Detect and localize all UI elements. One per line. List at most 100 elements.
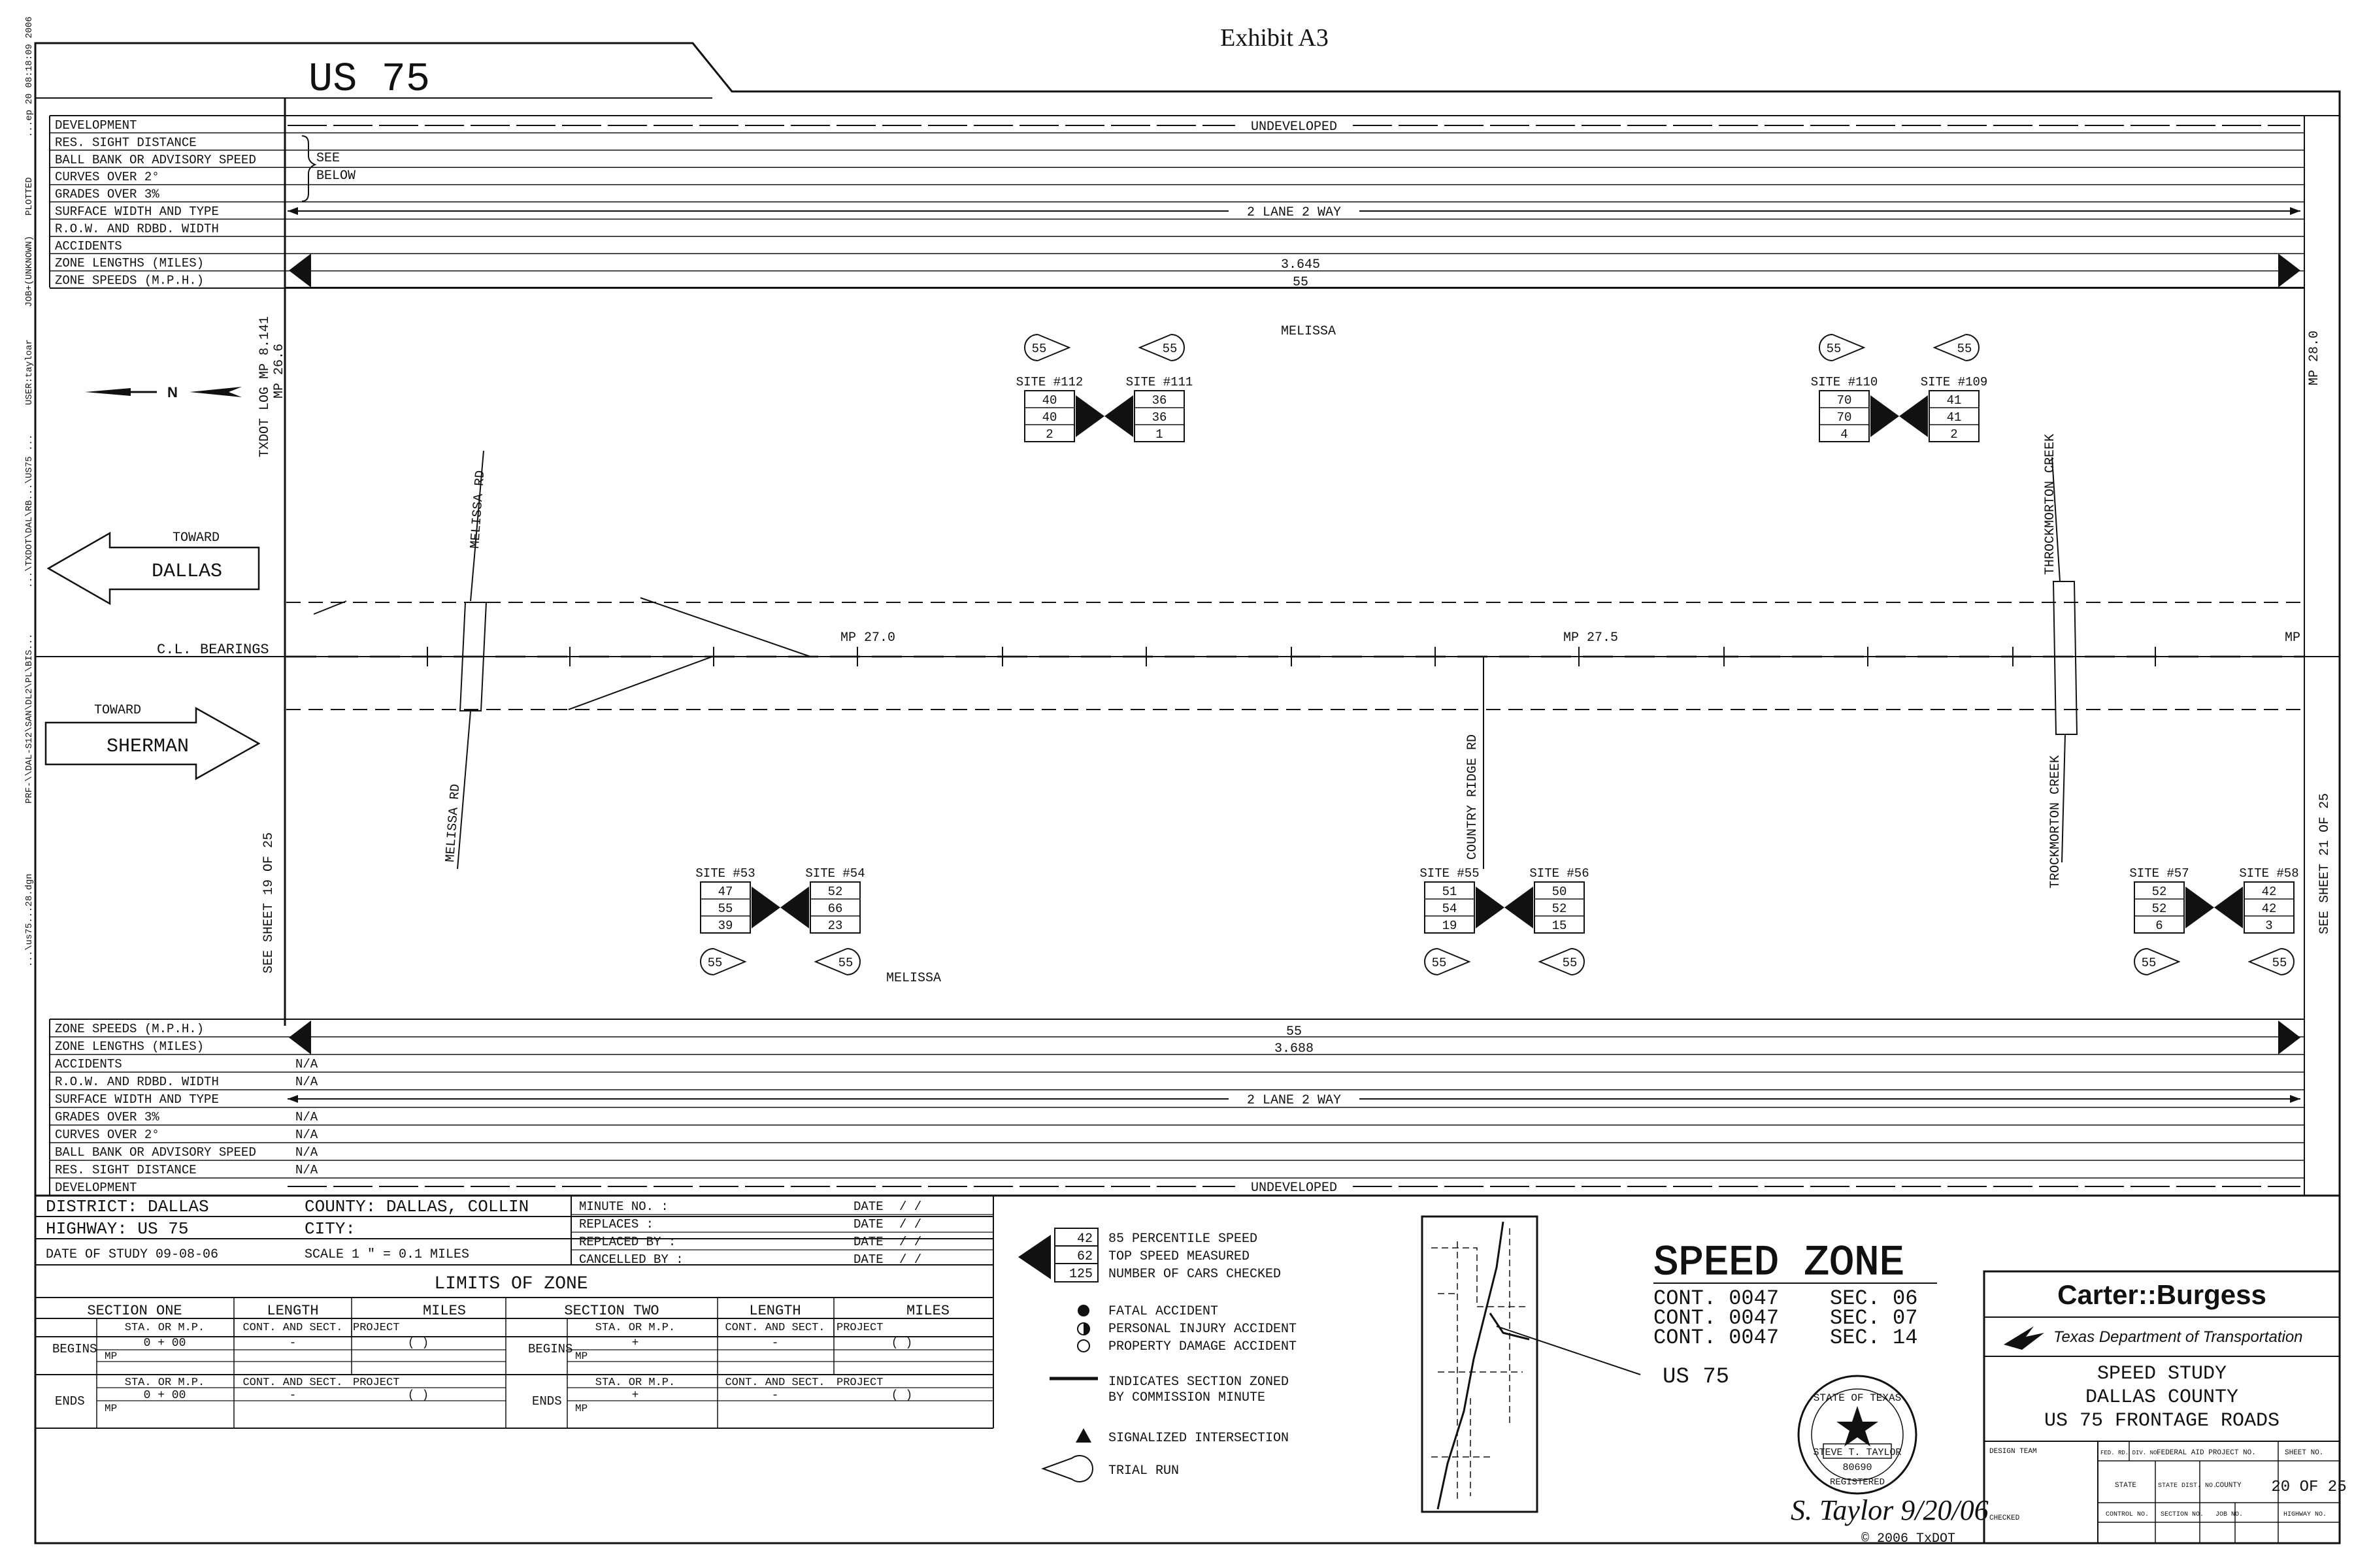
info-block: DISTRICT: DALLAS COUNTY: DALLAS, COLLIN … [35,1196,994,1429]
site-label: SITE #54 [805,866,865,881]
limits-cell: CONT. AND SECT. [725,1377,825,1389]
limits-cell: STA. OR M.P. [595,1322,675,1334]
limits-cell: STA. OR M.P. [125,1322,205,1334]
svg-text:CHECKED: CHECKED [1989,1514,2020,1522]
site-triangle [1476,887,1504,928]
site-value: 6 [2155,919,2163,933]
date-label: DATE [854,1200,884,1214]
limits-cell: STA. OR M.P. [125,1377,205,1389]
margin-note: ...ep 20 08:18:09 2006 [24,16,35,137]
trial-run-icon [1538,948,1585,975]
trial-speed: 55 [1827,342,1842,356]
trial-speed: 55 [838,956,854,970]
trial-speed: 55 [2272,956,2287,970]
engineer-seal: STATE OF TEXAS STEVE T. TAYLOR 80690 REG… [1791,1375,1989,1546]
svg-text:FED. RD. DIV. NO.: FED. RD. DIV. NO. [2100,1450,2161,1456]
trial-run-icon [814,948,861,975]
scale: SCALE 1 " = 0.1 MILES [305,1247,469,1262]
limits-cell: + [632,1389,639,1402]
svg-text:42: 42 [1077,1232,1093,1247]
limits-cell: - [290,1389,297,1402]
site-triangle [2214,887,2243,928]
limits-cell: BEGINS [528,1342,572,1356]
txdot-log-mp2: MP 26.6 [272,344,287,399]
toward-sherman-arrow: TOWARD SHERMAN [44,703,261,781]
site-value: 1 [1155,427,1163,442]
highway: HIGHWAY: US 75 [46,1219,188,1239]
site-label: SITE #57 [2129,866,2189,881]
na-value: N/A [295,1075,318,1089]
date-of-study: DATE OF STUDY 09-08-06 [46,1247,218,1262]
svg-text:DALLAS COUNTY: DALLAS COUNTY [2085,1386,2238,1409]
mp-end: MP [2285,630,2300,645]
limits-cell: ( ) [891,1389,912,1402]
bottom-row-label: CURVES OVER 2° [55,1128,159,1142]
trial-run-icon [1024,334,1071,361]
svg-text:TROCKMORTON CREEK: TROCKMORTON CREEK [2048,755,2063,889]
melissa-rd-bridge: MELISSA RD MELISSA RD [443,450,488,870]
trial-speed: 55 [1957,342,1972,356]
minute-row: REPLACED BY : [579,1235,676,1249]
site-value: 4 [1840,427,1848,442]
limits-cell: MILES [423,1303,466,1319]
site-box [1819,390,1870,442]
limits-cell: PROJECT [353,1377,399,1389]
site-triangle [1504,887,1533,928]
sec-number: SEC. 07 [1830,1306,1917,1330]
limits-cell: 0 + 00 [144,1389,186,1402]
limits-cell: MP [105,1403,117,1414]
site-value: 15 [1552,919,1567,933]
txdot-logo-icon [2004,1326,2044,1350]
na-value: N/A [295,1145,318,1160]
svg-text:STATE OF TEXAS: STATE OF TEXAS [1814,1392,1901,1404]
date-value: / / [899,1217,921,1232]
site-triangle [780,887,809,928]
site-box [2244,881,2295,934]
signalized-intersection-icon [1076,1428,1091,1443]
svg-text:STEVE T. TAYLOR: STEVE T. TAYLOR [1813,1447,1901,1458]
margin-note: PLOTTED [24,177,35,216]
limits-cell: MILES [906,1303,950,1319]
site-value: 36 [1152,410,1167,425]
site-label: SITE #109 [1921,375,1988,389]
svg-text:DESIGN TEAM: DESIGN TEAM [1989,1448,2037,1456]
margin-note: JOB+(UNKNOWN) [24,236,35,307]
svg-text:DALLAS: DALLAS [152,561,222,583]
svg-text:MELISSA RD: MELISSA RD [443,783,463,862]
top-row-label: R.O.W. AND RDBD. WIDTH [55,221,219,236]
highway-label: US 75 [308,56,430,103]
site-value: 36 [1152,393,1167,408]
site-value: 23 [828,919,843,933]
na-value: N/A [295,1110,318,1124]
svg-text:FATAL ACCIDENT: FATAL ACCIDENT [1108,1304,1218,1319]
svg-text:THROCKMORTON CREEK: THROCKMORTON CREEK [2043,434,2058,575]
mp-28-label: MP 28.0 [2307,331,2322,385]
limits-cell: ENDS [55,1394,85,1409]
melissa-top: MELISSA [1281,324,1336,339]
site-value: 52 [2152,902,2167,916]
trial-run-icon [2134,948,2181,975]
location-us75: US 75 [1663,1365,1729,1390]
site-value: 50 [1552,885,1567,899]
na-value: N/A [295,1163,318,1177]
site-label: SITE #58 [2239,866,2298,881]
svg-text:TOWARD: TOWARD [94,703,141,718]
site-value: 70 [1837,410,1852,425]
trial-run-icon [700,948,747,975]
legend-cars-checked: NUMBER OF CARS CHECKED [1108,1267,1281,1282]
date-value: / / [899,1200,921,1214]
trial-run-icon [1138,334,1185,361]
date-value: / / [899,1235,921,1249]
svg-text:PROPERTY DAMAGE ACCIDENT: PROPERTY DAMAGE ACCIDENT [1108,1339,1297,1354]
svg-text:125: 125 [1069,1267,1093,1282]
svg-text:US 75 FRONTAGE ROADS: US 75 FRONTAGE ROADS [2044,1410,2279,1432]
sheet-frame [34,42,2341,1544]
limits-cell: MP [105,1350,117,1362]
site-value: 39 [718,919,733,933]
bottom-row-label: DEVELOPMENT [55,1181,137,1195]
property-accident-icon [1077,1339,1090,1352]
top-row-label: GRADES OVER 3% [55,188,159,202]
site-value: 2 [1950,427,1957,442]
